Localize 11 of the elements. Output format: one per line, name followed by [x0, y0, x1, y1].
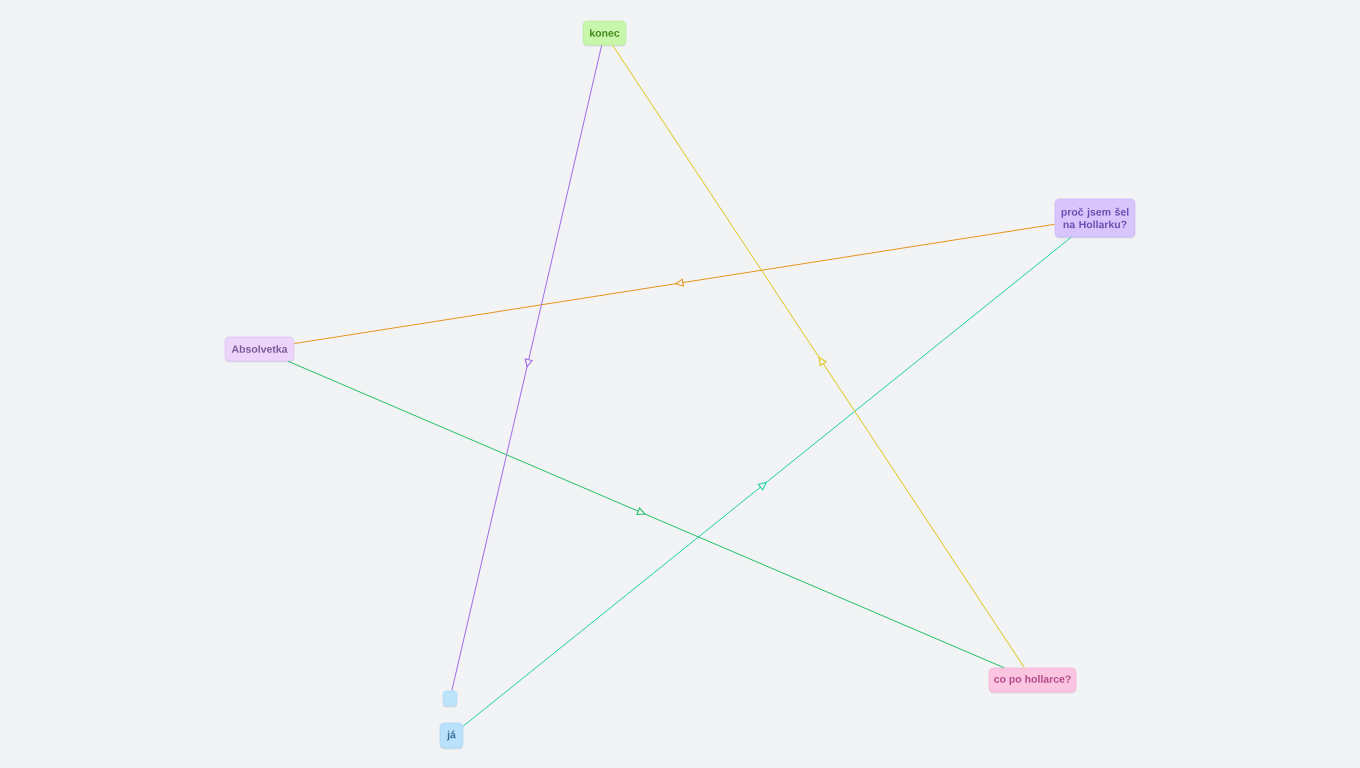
arrow [451, 44, 603, 692]
topic-box: proč jsem šel na Hollarku? [1054, 198, 1136, 239]
arrow [462, 236, 1072, 727]
arrow [612, 44, 1025, 669]
arrow [293, 223, 1056, 345]
topic-box: co po hollarce? [988, 667, 1077, 694]
empty-box [442, 690, 458, 708]
topic-box: Absolvetka [224, 336, 295, 363]
topic-box: já [439, 722, 464, 750]
arrow [287, 360, 1005, 669]
topic-box: konec [582, 20, 627, 47]
